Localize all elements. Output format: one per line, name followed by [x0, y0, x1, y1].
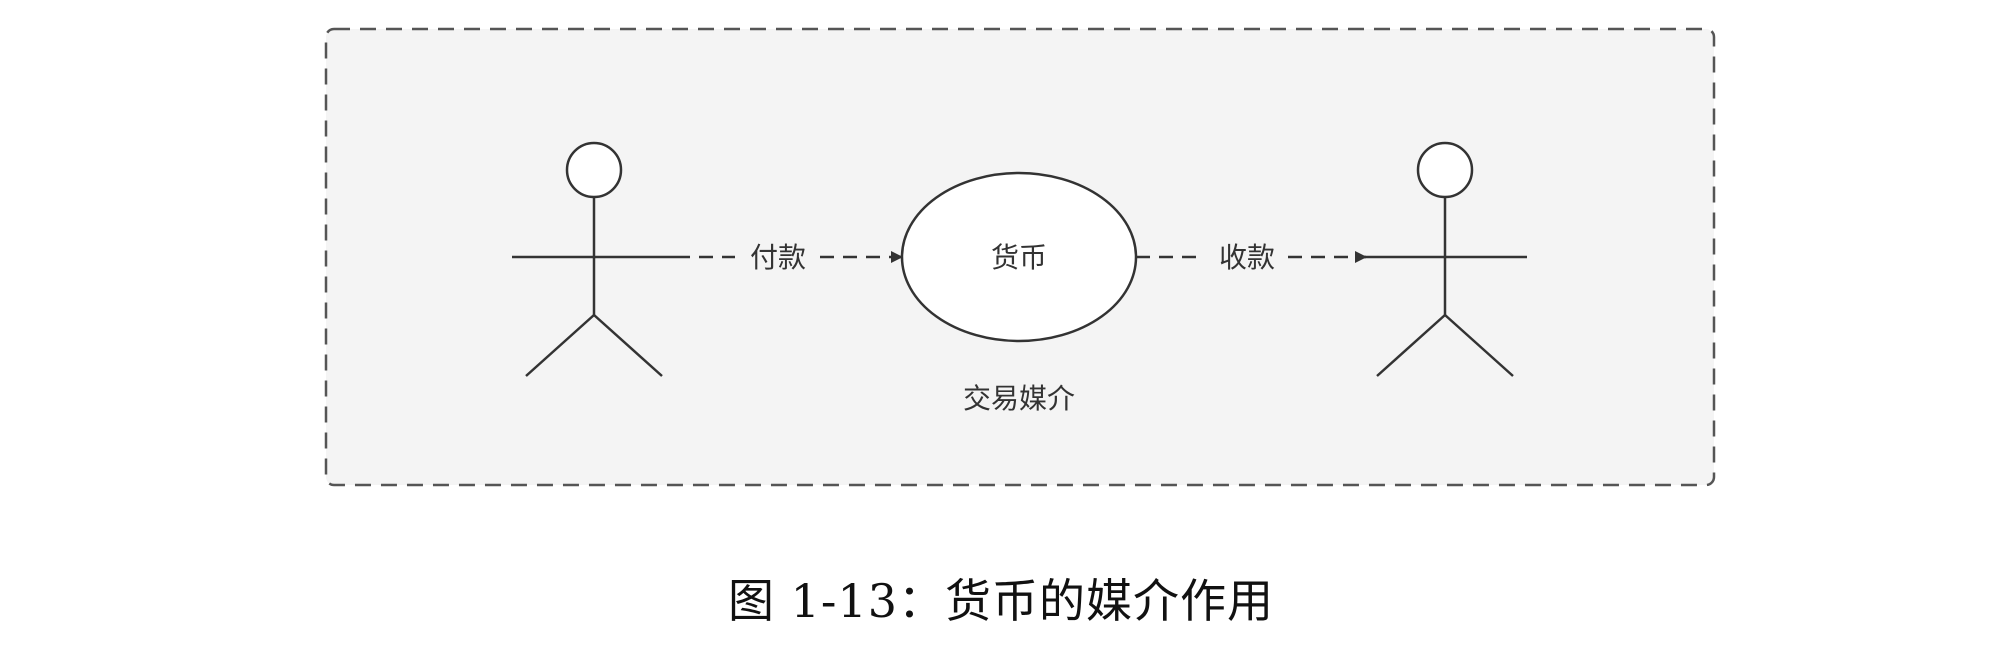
actor-leg-left	[1376, 314, 1446, 377]
currency-node-label: 货币	[991, 241, 1047, 274]
edge-pay: 付款	[676, 241, 903, 274]
edge-pay-label: 付款	[750, 241, 806, 274]
boundary-label: 交易媒介	[963, 382, 1075, 415]
actor-leg-right	[1444, 314, 1514, 377]
edge-receive: 收款	[1136, 241, 1367, 274]
edge-receive-label: 收款	[1219, 241, 1275, 274]
actor-head	[565, 141, 623, 199]
actor-payer	[512, 141, 676, 377]
figure-caption: 图 1-13：货币的媒介作用	[728, 574, 1274, 628]
actor-head	[1416, 141, 1474, 199]
actor-payee	[1363, 141, 1527, 377]
actor-leg-right	[593, 314, 663, 377]
actor-leg-left	[525, 314, 595, 377]
